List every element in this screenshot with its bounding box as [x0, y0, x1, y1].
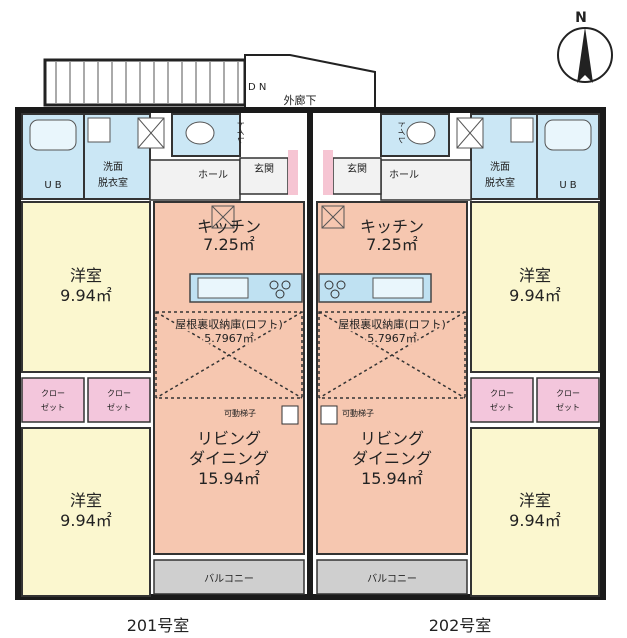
toilet-label: トイレ	[397, 120, 406, 144]
balcony	[153, 559, 305, 595]
unit-label: 201号室	[127, 616, 190, 635]
balcony-label: バルコニー	[367, 573, 417, 585]
western-room-2	[21, 427, 151, 597]
closet-1	[21, 377, 85, 423]
stairs	[43, 58, 247, 107]
toilet-label: トイレ	[236, 120, 245, 144]
loft-area: 5.7967㎡	[204, 332, 254, 345]
living-2: ダイニング	[352, 449, 432, 468]
loft-name: 屋根裏収納庫(ロフト)	[338, 317, 446, 331]
living-1: リビング	[360, 429, 424, 448]
balcony-label: バルコニー	[204, 573, 254, 585]
hall	[380, 159, 472, 201]
ladder-label: 可動梯子	[342, 408, 374, 418]
loft-name: 屋根裏収納庫(ロフト)	[175, 317, 283, 331]
balcony	[316, 559, 468, 595]
compass: N	[557, 10, 613, 83]
closet1-l2: ゼット	[41, 402, 65, 412]
room1-area: 9.94㎡	[509, 286, 561, 305]
dn-label: D N	[248, 82, 266, 93]
living-area: 15.94㎡	[361, 469, 423, 488]
ladder-label: 可動梯子	[224, 408, 256, 418]
entrance-label: 玄関	[254, 162, 274, 175]
unit-201: U B 洗面 脱衣室 トイレ ホール 玄関 洋室 9.94㎡ クロー ゼット ク…	[21, 113, 305, 635]
room1-name: 洋室	[70, 266, 102, 285]
living-1: リビング	[197, 429, 261, 448]
unit-202: U B 洗面 脱衣室 トイレ ホール 玄関 洋室 9.94㎡ クロー ゼット ク…	[316, 113, 600, 635]
ladder-icon	[281, 405, 299, 425]
living-area: 15.94㎡	[198, 469, 260, 488]
corridor: D N 外廊下	[244, 54, 376, 113]
closet1-l1: クロー	[490, 389, 514, 398]
living-2: ダイニング	[189, 449, 269, 468]
western-room-1	[21, 201, 151, 373]
western-room-1	[470, 201, 600, 373]
room1-area: 9.94㎡	[60, 286, 112, 305]
closet2-l1: クロー	[107, 389, 131, 398]
kitchen-name: キッチン	[360, 217, 424, 236]
closet-1	[470, 377, 534, 423]
hall-label: ホール	[198, 169, 228, 181]
entrance	[332, 157, 382, 195]
western-room-2	[470, 427, 600, 597]
unit-label: 202号室	[429, 616, 492, 635]
closet1-l2: ゼット	[490, 402, 514, 412]
ldk	[316, 201, 468, 555]
ldk	[153, 201, 305, 555]
kitchen-name: キッチン	[197, 217, 261, 236]
kitchen-area: 7.25㎡	[203, 235, 255, 254]
hall-label: ホール	[389, 169, 419, 181]
wash-label-1: 洗面	[103, 161, 123, 173]
ub-label: U B	[559, 180, 576, 191]
room2-name: 洋室	[70, 491, 102, 510]
corridor-label: 外廊下	[284, 93, 317, 107]
room1-name: 洋室	[519, 266, 551, 285]
entrance-label: 玄関	[347, 162, 367, 175]
compass-needle-icon	[577, 27, 593, 83]
kitchen-area: 7.25㎡	[366, 235, 418, 254]
loft-area: 5.7967㎡	[367, 332, 417, 345]
closet1-l1: クロー	[41, 389, 65, 398]
ub-label: U B	[44, 180, 61, 191]
ladder-icon	[320, 405, 338, 425]
closet-2	[87, 377, 151, 423]
room2-area: 9.94㎡	[509, 511, 561, 530]
wash-label-2: 脱衣室	[98, 176, 128, 189]
wash-label-2: 脱衣室	[485, 176, 515, 189]
room2-area: 9.94㎡	[60, 511, 112, 530]
closet2-l2: ゼット	[556, 402, 580, 412]
closet-2	[536, 377, 600, 423]
compass-label: N	[575, 10, 587, 26]
wash-label-1: 洗面	[490, 161, 510, 173]
closet2-l2: ゼット	[107, 402, 131, 412]
room2-name: 洋室	[519, 491, 551, 510]
closet2-l1: クロー	[556, 389, 580, 398]
